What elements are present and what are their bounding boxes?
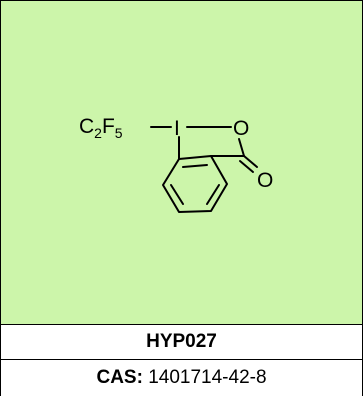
chemical-structure: C2F5 I O O	[1, 1, 362, 324]
carbonyl-double-bond-b	[239, 160, 254, 173]
aromatic-double-bond-3	[170, 184, 184, 205]
compound-code: HYP027	[0, 324, 363, 360]
bond-oxygen-carbonyl	[238, 138, 245, 157]
ring-oxygen-atom: O	[233, 117, 249, 140]
carbonyl-double-bond-a	[243, 155, 258, 168]
carbon-count: 2	[94, 125, 102, 141]
cas-label: CAS:	[96, 367, 143, 388]
fluorine-symbol: F	[102, 115, 115, 138]
carbonyl-oxygen-atom: O	[257, 169, 273, 192]
fluorine-count: 5	[115, 125, 123, 141]
carbon-symbol: C	[79, 115, 94, 138]
pentafluoroethyl-label: C2F5	[79, 115, 123, 141]
structure-panel: C2F5 I O O	[0, 0, 363, 325]
aromatic-double-bond-1	[182, 164, 208, 168]
iodine-atom: I	[174, 117, 180, 140]
aromatic-double-bond-2	[206, 184, 220, 205]
cas-row: CAS: 1401714-42-8	[0, 359, 363, 396]
benzene-ring	[162, 155, 228, 213]
structure-background	[1, 1, 362, 324]
cas-number: 1401714-42-8	[148, 367, 267, 388]
